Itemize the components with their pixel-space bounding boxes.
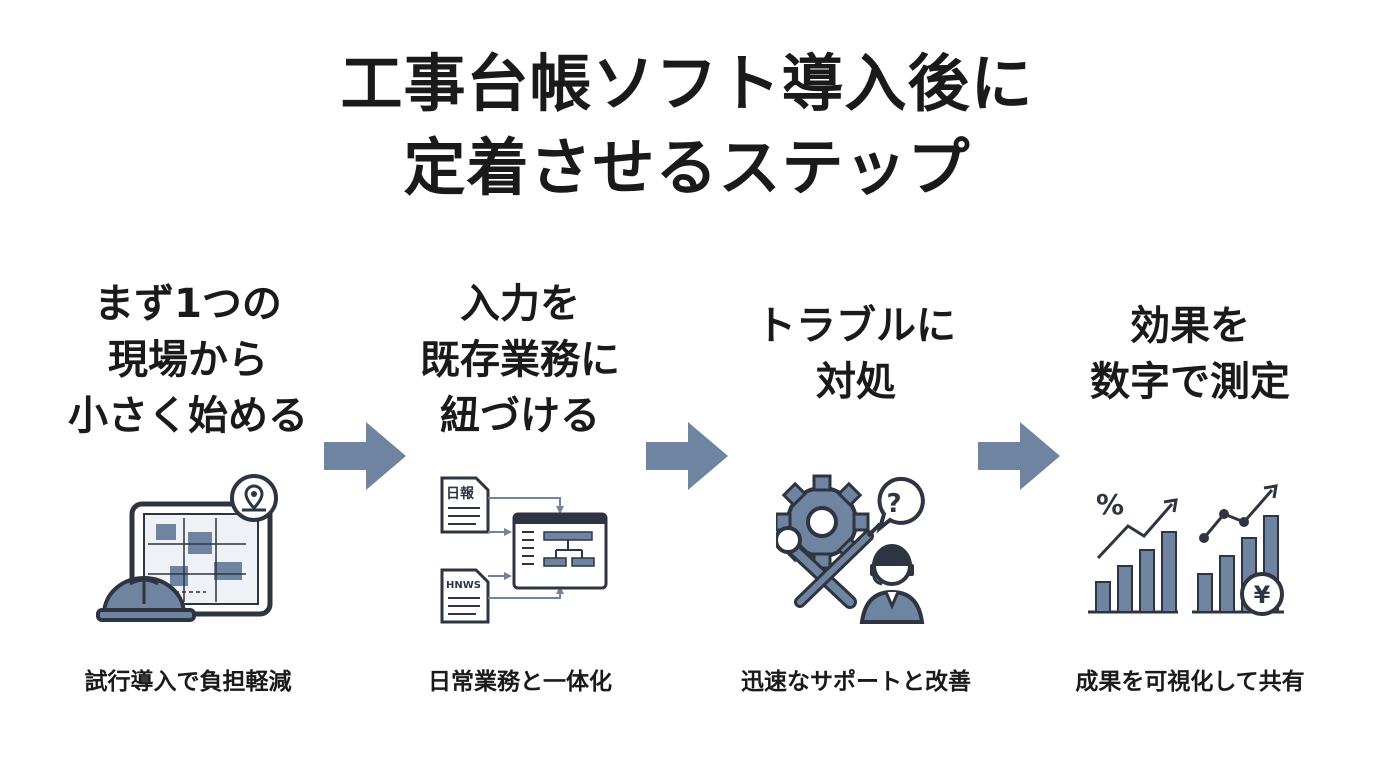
step-1-heading-line-1: まず1つの (94, 281, 282, 327)
step-2-heading: 入力を 既存業務に 紐づける (360, 276, 680, 444)
tablet-blueprint-helmet-icon (96, 474, 278, 622)
step-2-heading-line-2: 既存業務に (420, 337, 620, 383)
page-title: 工事台帳ソフト導入後に 定着させるステップ (0, 42, 1374, 210)
arrow-right-icon (324, 422, 406, 490)
step-3-heading-line-1: トラブルに (756, 303, 956, 349)
step-2-caption: 日常業務と一体化 (428, 669, 612, 695)
doc-label-2: HNWS (446, 580, 481, 591)
step-4-heading: 効果を 数字で測定 (1030, 298, 1350, 410)
step-1-heading: まず1つの 現場から 小さく始める (28, 276, 348, 444)
growth-charts-icon: % ¥ (1088, 484, 1284, 616)
step-4-caption: 成果を可視化して共有 (1075, 669, 1305, 695)
step-3-heading: トラブルに 対処 (696, 298, 1016, 410)
step-3-caption: 迅速なサポートと改善 (741, 669, 971, 695)
step-4-heading-line-1: 効果を (1130, 303, 1250, 349)
step-2-heading-line-3: 紐づける (440, 393, 600, 439)
arrow-right-icon (646, 422, 728, 490)
step-2-heading-line-1: 入力を (460, 281, 580, 327)
step-1-heading-line-3: 小さく始める (68, 393, 308, 439)
question-mark-icon: ? (886, 489, 901, 519)
title-line-1: 工事台帳ソフト導入後に (340, 47, 1034, 120)
yen-icon: ¥ (1254, 581, 1271, 609)
title-line-2: 定着させるステップ (403, 131, 971, 204)
step-4-heading-line-2: 数字で測定 (1090, 359, 1290, 405)
arrow-right-icon (978, 422, 1060, 490)
percent-icon: % (1096, 488, 1124, 521)
step-1-caption: 試行導入で負担軽減 (84, 669, 292, 695)
documents-to-screen-icon: 日報 HNWS (440, 476, 608, 624)
tools-support-icon: ? (776, 474, 925, 624)
step-1-heading-line-2: 現場から (108, 337, 268, 383)
step-3-heading-line-2: 対処 (816, 359, 896, 405)
doc-label-1: 日報 (446, 485, 475, 502)
